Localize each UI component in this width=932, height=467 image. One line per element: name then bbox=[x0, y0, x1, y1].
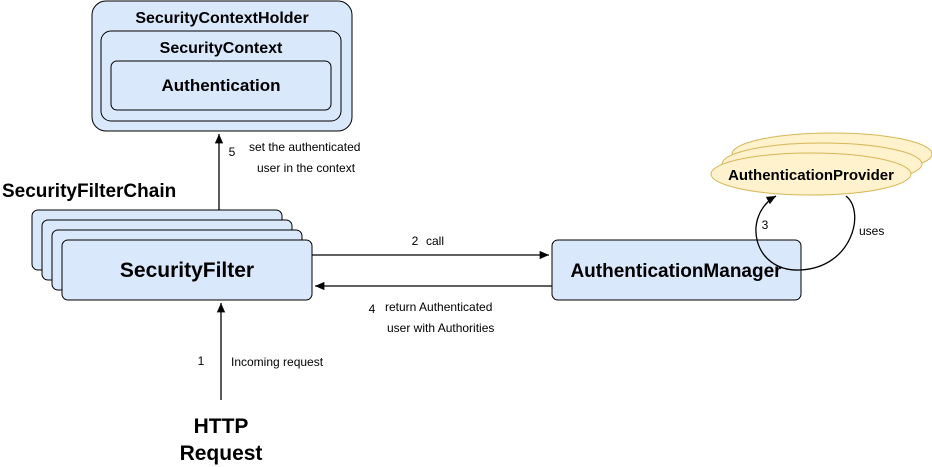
security-filter-stack: SecurityFilter bbox=[31, 209, 313, 301]
step3-number: 3 bbox=[762, 218, 769, 232]
step3-arrow bbox=[755, 195, 856, 271]
step3-label: uses bbox=[859, 224, 884, 238]
authentication-label: Authentication bbox=[162, 76, 281, 95]
step1-number: 1 bbox=[198, 354, 205, 368]
step2-label: call bbox=[426, 234, 444, 248]
authentication-manager-label: AuthenticationManager bbox=[570, 261, 782, 282]
authentication-manager-box: AuthenticationManager bbox=[551, 239, 802, 301]
step1-label: Incoming request bbox=[231, 355, 324, 369]
step5-label-line1: set the authenticated bbox=[249, 140, 360, 154]
security-filter-card bbox=[61, 239, 313, 301]
security-context-holder-label: SecurityContextHolder bbox=[135, 10, 308, 27]
step4-label-line2: user with Authorities bbox=[387, 321, 494, 335]
security-context-label: SecurityContext bbox=[160, 40, 283, 57]
security-filter-chain-label: SecurityFilterChain bbox=[2, 181, 176, 202]
authentication-provider-label: AuthenticationProvider bbox=[728, 167, 894, 184]
step5-label-line2: user in the context bbox=[257, 161, 356, 175]
authentication-provider-stack: AuthenticationProvider bbox=[710, 132, 932, 196]
step5-number: 5 bbox=[229, 145, 236, 159]
step2-number: 2 bbox=[412, 234, 419, 248]
http-request-label-line1: HTTP bbox=[194, 415, 249, 438]
step4-label-line1: return Authenticated bbox=[385, 300, 492, 314]
authentication-box: Authentication bbox=[110, 60, 332, 111]
authentication-provider-ellipse bbox=[710, 152, 912, 196]
security-filter-label: SecurityFilter bbox=[120, 259, 254, 282]
step4-number: 4 bbox=[369, 302, 376, 316]
http-request-label-line2: Request bbox=[180, 442, 263, 465]
